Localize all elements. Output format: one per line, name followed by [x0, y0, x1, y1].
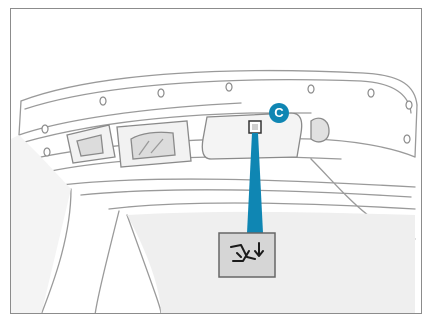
center-handle-recess	[117, 121, 191, 167]
latch-recess	[202, 113, 329, 159]
tailgate-close-button-enlarged	[219, 233, 275, 277]
tailgate-button-face	[252, 124, 258, 130]
side-panel	[11, 135, 71, 314]
illustration-frame: C	[10, 8, 422, 314]
callout-marker: C	[269, 103, 289, 123]
tailgate-illustration	[11, 9, 422, 314]
